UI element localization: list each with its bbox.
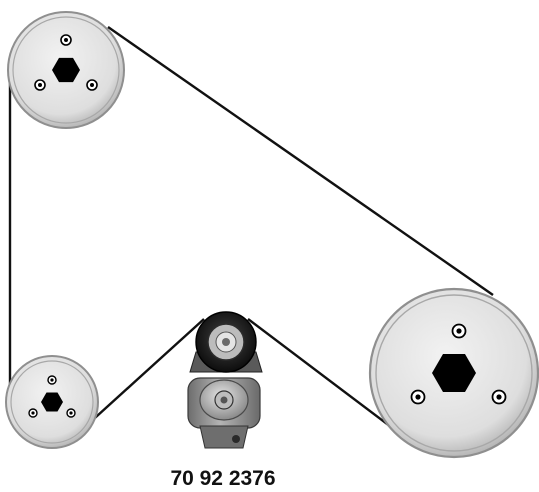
lower-left-pulley: [5, 355, 99, 449]
upper-left-pulley: [7, 11, 125, 129]
bolt-icon: [66, 408, 76, 418]
bolt-icon: [34, 79, 46, 91]
hex-hub-icon: [41, 392, 63, 412]
bolt-icon: [491, 389, 507, 405]
drive-belt: [8, 26, 494, 431]
hex-hub-icon: [432, 354, 476, 392]
hex-hub-icon: [52, 57, 80, 83]
bolt-icon: [86, 79, 98, 91]
bolt-icon: [451, 323, 467, 339]
right-pulley: [368, 287, 539, 459]
belt-tensioner: [187, 311, 263, 449]
bolt-icon: [47, 375, 57, 385]
part-number: 70 92 2376: [170, 467, 275, 490]
bolt-icon: [410, 389, 426, 405]
bolt-icon: [28, 408, 38, 418]
bolt-icon: [60, 34, 72, 46]
